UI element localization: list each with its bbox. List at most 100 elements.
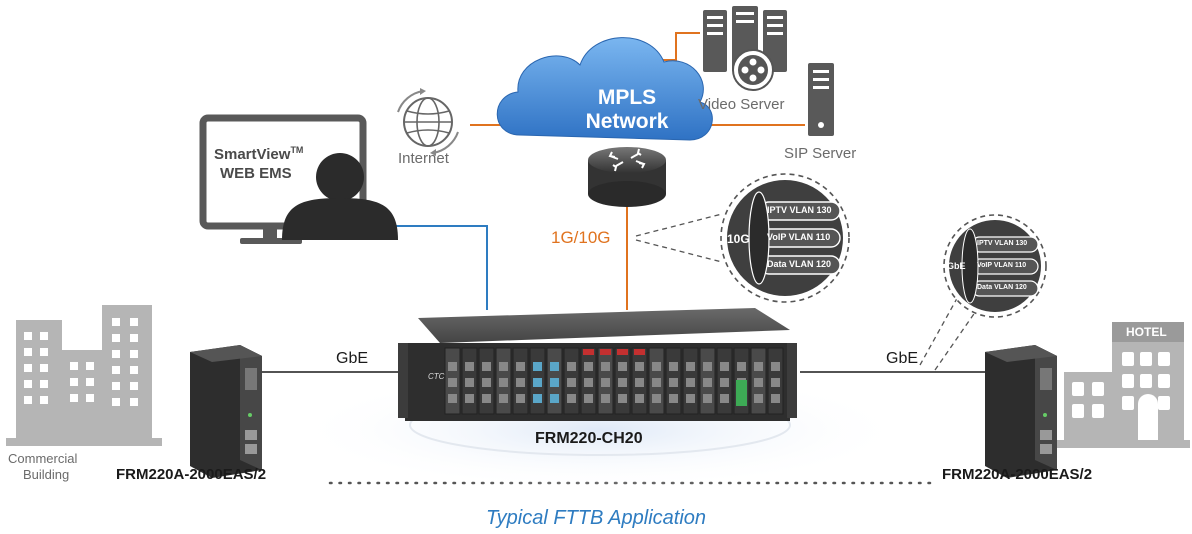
internet-globe-icon bbox=[397, 88, 459, 156]
right-media-converter-icon bbox=[985, 345, 1057, 478]
chassis-port bbox=[550, 394, 559, 403]
uplink-speed-label: 1G/10G bbox=[551, 228, 611, 247]
chassis-port bbox=[720, 362, 729, 371]
chassis-port bbox=[618, 394, 627, 403]
chassis-port bbox=[482, 362, 491, 371]
chassis-port bbox=[516, 378, 525, 387]
chassis-slot-tab bbox=[617, 349, 628, 355]
hotel-sign-label: HOTEL bbox=[1126, 325, 1167, 339]
chassis-port bbox=[567, 362, 576, 371]
chassis-brand: CTC bbox=[428, 372, 445, 381]
vlan-small-item-1: IPTV VLAN 130 bbox=[977, 240, 1028, 247]
right-gbe-label: GbE bbox=[886, 350, 919, 367]
chassis-port bbox=[771, 362, 780, 371]
chassis-port bbox=[635, 378, 644, 387]
chassis-port bbox=[703, 394, 712, 403]
chassis-port bbox=[652, 362, 661, 371]
chassis-port bbox=[601, 362, 610, 371]
router-icon bbox=[588, 147, 666, 207]
chassis-port bbox=[533, 394, 542, 403]
ems-label-line1: SmartViewTM bbox=[214, 145, 303, 163]
diagram-caption: Typical FTTB Application bbox=[485, 507, 707, 529]
callout-line-top bbox=[635, 213, 723, 237]
video-server-label: Video Server bbox=[698, 96, 785, 113]
chassis-port bbox=[567, 378, 576, 387]
chassis-port bbox=[465, 362, 474, 371]
chassis-model-label: FRM220-CH20 bbox=[535, 430, 643, 447]
left-device-label: FRM220A-2000EAS/2 bbox=[116, 466, 267, 483]
chassis-port bbox=[703, 378, 712, 387]
vlan-callout-small bbox=[943, 214, 1047, 318]
chassis-port bbox=[771, 378, 780, 387]
callout-line-bottom bbox=[635, 239, 723, 263]
chassis-port bbox=[669, 394, 678, 403]
chassis-slot-tab bbox=[634, 349, 645, 355]
chassis-port bbox=[465, 394, 474, 403]
chassis-port bbox=[482, 394, 491, 403]
vlan-callout-large bbox=[720, 173, 850, 303]
chassis-port bbox=[448, 378, 457, 387]
chassis-port bbox=[686, 378, 695, 387]
chassis-port bbox=[584, 378, 593, 387]
chassis-port bbox=[669, 378, 678, 387]
chassis-port bbox=[652, 394, 661, 403]
left-media-converter-icon bbox=[190, 345, 262, 478]
chassis-terminal-block bbox=[736, 380, 747, 406]
chassis-port bbox=[635, 362, 644, 371]
chassis-port bbox=[601, 394, 610, 403]
chassis-port bbox=[720, 378, 729, 387]
vlan-small-item-3: Data VLAN 120 bbox=[977, 284, 1027, 291]
sip-server-icon bbox=[808, 63, 834, 136]
chassis-port bbox=[550, 362, 559, 371]
chassis-port bbox=[567, 394, 576, 403]
vlan-large-item-3: Data VLAN 120 bbox=[767, 259, 832, 269]
chassis-port bbox=[448, 394, 457, 403]
chassis-port bbox=[754, 394, 763, 403]
chassis-port bbox=[499, 394, 508, 403]
vlan-small-item-2: VoIP VLAN 110 bbox=[977, 262, 1027, 269]
mpls-cloud-icon bbox=[496, 37, 713, 141]
chassis-port bbox=[601, 378, 610, 387]
hotel-building-icon bbox=[1055, 322, 1190, 448]
chassis-port bbox=[669, 362, 678, 371]
chassis-port bbox=[533, 362, 542, 371]
mpls-label-line1: MPLS bbox=[597, 86, 657, 109]
chassis-port bbox=[686, 362, 695, 371]
chassis-port bbox=[737, 362, 746, 371]
commercial-label-line2: Building bbox=[23, 467, 70, 482]
ems-label-line2: WEB EMS bbox=[220, 165, 292, 182]
chassis-port bbox=[618, 378, 627, 387]
right-device-label: FRM220A-2000EAS/2 bbox=[942, 466, 1093, 483]
sip-server-label: SIP Server bbox=[784, 145, 857, 162]
chassis-port bbox=[703, 362, 712, 371]
vlan-large-speed: 10G bbox=[727, 232, 750, 246]
chassis-port bbox=[584, 394, 593, 403]
chassis-port bbox=[652, 378, 661, 387]
chassis-port bbox=[482, 378, 491, 387]
chassis-port bbox=[499, 362, 508, 371]
chassis-port bbox=[618, 362, 627, 371]
chassis-port bbox=[635, 394, 644, 403]
commercial-label-line1: Commercial bbox=[8, 451, 78, 466]
chassis-port bbox=[465, 378, 474, 387]
ems-tm-mark: TM bbox=[290, 145, 304, 155]
user-silhouette-icon bbox=[282, 153, 398, 240]
chassis-port bbox=[754, 362, 763, 371]
chassis-port bbox=[771, 394, 780, 403]
chassis-slot-tab bbox=[600, 349, 611, 355]
frm220-ch20-chassis-icon bbox=[398, 308, 797, 421]
left-gbe-label: GbE bbox=[336, 350, 369, 367]
chassis-port bbox=[754, 378, 763, 387]
callout-small-line-a bbox=[919, 292, 961, 366]
vlan-large-item-2: VoIP VLAN 110 bbox=[767, 232, 831, 242]
vlan-large-item-1: IPTV VLAN 130 bbox=[767, 205, 832, 215]
internet-label: Internet bbox=[398, 150, 449, 167]
chassis-port bbox=[550, 378, 559, 387]
vlan-small-speed: GbE bbox=[947, 261, 966, 271]
chassis-port bbox=[533, 378, 542, 387]
video-server-icon bbox=[703, 6, 787, 91]
chassis-port bbox=[516, 362, 525, 371]
chassis-port bbox=[516, 394, 525, 403]
